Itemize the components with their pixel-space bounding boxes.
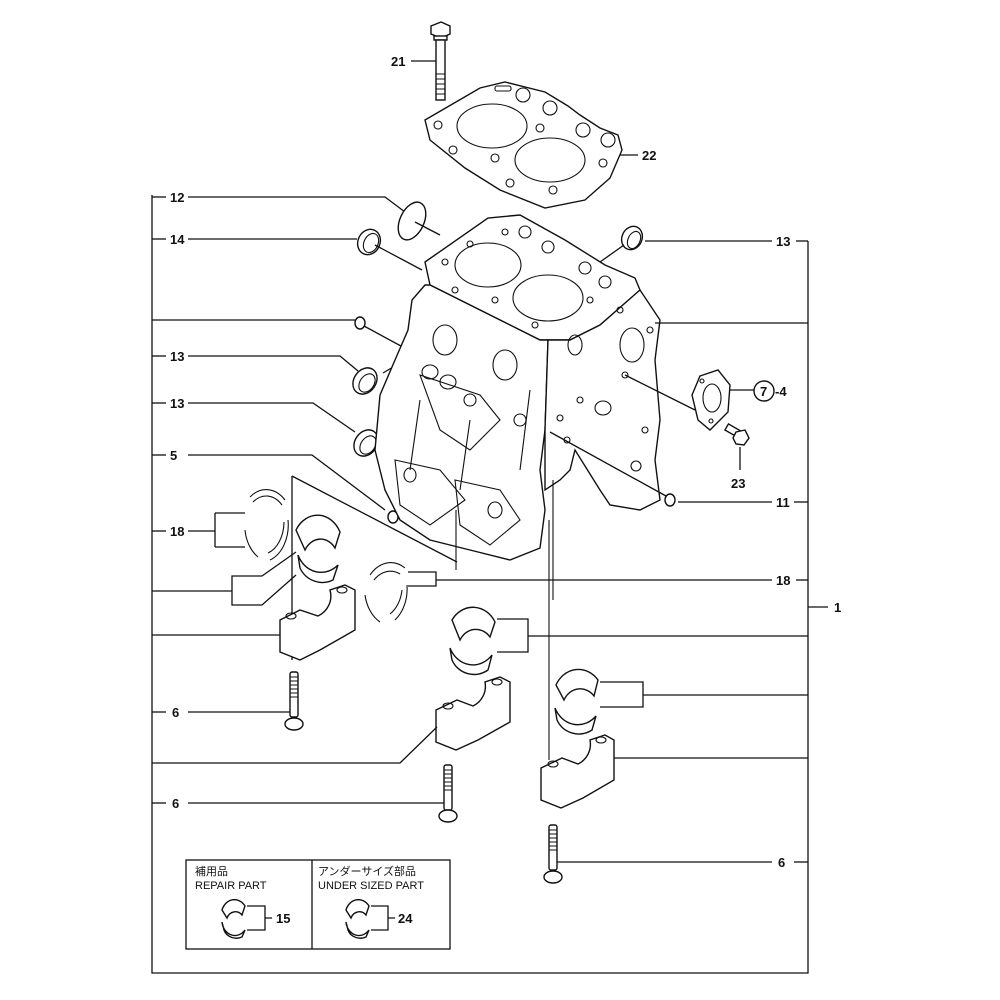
- bearing-cap-middle: [435, 676, 511, 751]
- callout-24[interactable]: 24: [398, 911, 413, 926]
- main-bearing-right: [554, 668, 599, 735]
- callout-18-left[interactable]: 18: [170, 524, 184, 539]
- bearing-cap-right: [540, 734, 615, 809]
- callout-5[interactable]: 5: [170, 448, 177, 463]
- expansion-plug-14: [356, 228, 423, 271]
- callout-18-right[interactable]: 18: [776, 573, 790, 588]
- bearing-shell-icon: [221, 898, 246, 920]
- bolt-23: [723, 422, 750, 470]
- callout-6-c[interactable]: 6: [778, 855, 785, 870]
- main-bearing-left: [295, 514, 341, 584]
- callout-1[interactable]: 1: [834, 600, 841, 615]
- bearing-cap-left: [279, 584, 356, 661]
- cap-bolt-6-b: [438, 764, 458, 823]
- o-ring-12: [397, 201, 441, 241]
- callout-11[interactable]: 11: [776, 495, 790, 510]
- bearing-shell-icon: [345, 898, 370, 920]
- callout-15[interactable]: 15: [276, 911, 290, 926]
- callout-6-b[interactable]: 6: [172, 796, 179, 811]
- callout-6-a[interactable]: 6: [172, 705, 179, 720]
- bracket-frame: [151, 195, 828, 974]
- callout-7[interactable]: 7: [760, 384, 767, 399]
- thrust-washer-18-a: [244, 489, 289, 561]
- callout-22[interactable]: 22: [642, 148, 656, 163]
- legend-box: [185, 859, 451, 950]
- circled-ref-7: [753, 380, 775, 402]
- repair-title-en: REPAIR PART: [195, 880, 267, 892]
- plug-13-right: [599, 225, 644, 263]
- legend-repair-part: 補用品 REPAIR PART 15: [195, 865, 290, 939]
- callout-12[interactable]: 12: [170, 190, 184, 205]
- callout-21[interactable]: 21: [391, 54, 405, 69]
- thrust-washer-18-b: [364, 562, 408, 623]
- callout-13-b[interactable]: 13: [170, 396, 184, 411]
- cylinder-block: [374, 214, 661, 760]
- callout-23[interactable]: 23: [731, 476, 745, 491]
- cap-bolt-6-a: [284, 671, 304, 731]
- cover-flange-7: [624, 369, 756, 431]
- callout-13-a[interactable]: 13: [170, 349, 184, 364]
- callout-4[interactable]: -4: [775, 384, 787, 399]
- undersized-title-jp: アンダーサイズ部品: [318, 864, 416, 878]
- head-bolt-21: [411, 21, 451, 101]
- cap-bolt-6-c: [543, 824, 563, 884]
- repair-title-jp: 補用品: [195, 865, 228, 878]
- plug-11: [549, 431, 676, 507]
- main-bearing-middle: [449, 606, 496, 676]
- callout-14[interactable]: 14: [170, 232, 185, 247]
- legend-undersized-part: アンダーサイズ部品 UNDER SIZED PART 24: [318, 864, 424, 939]
- undersized-title-en: UNDER SIZED PART: [318, 880, 424, 892]
- head-gasket-22: [424, 81, 638, 209]
- callout-13-right[interactable]: 13: [776, 234, 790, 249]
